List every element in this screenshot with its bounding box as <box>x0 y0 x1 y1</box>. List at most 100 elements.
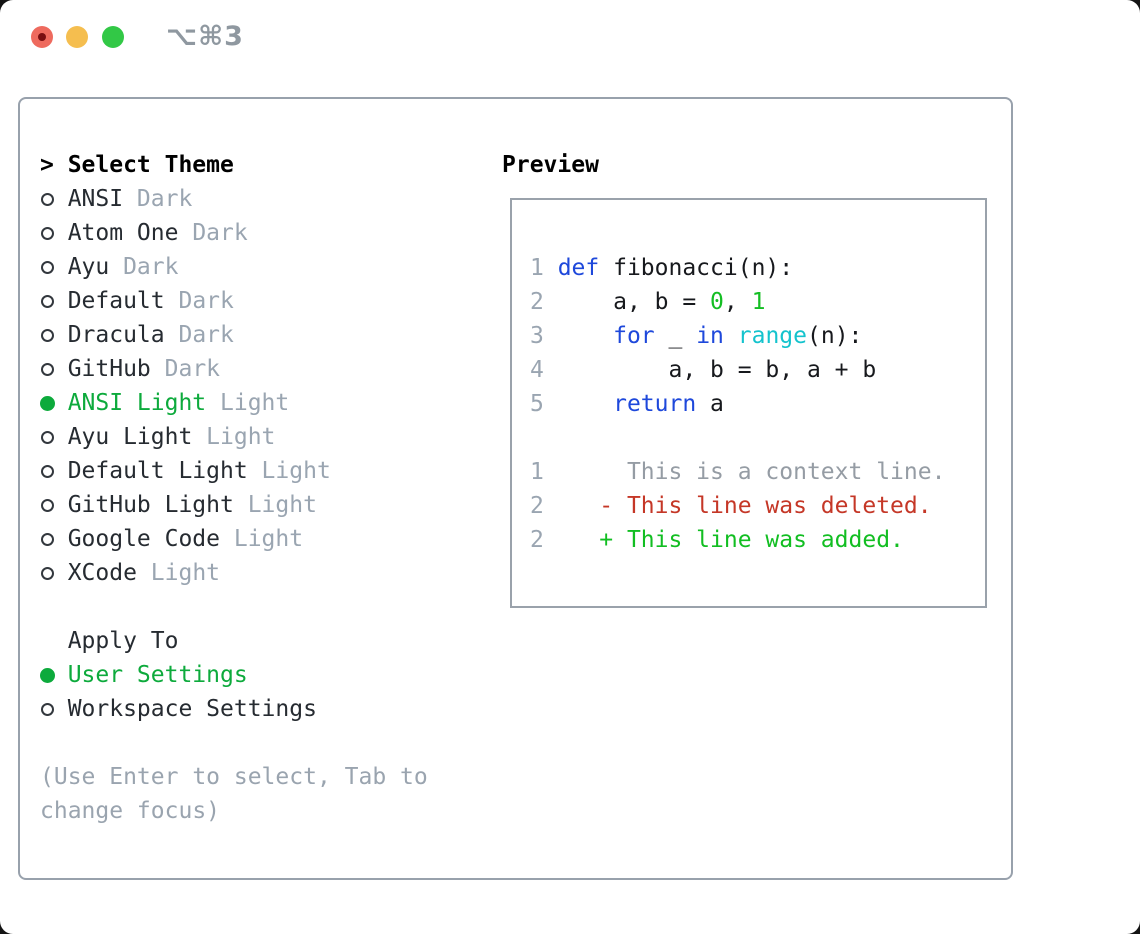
unsaved-indicator-dot <box>38 33 46 41</box>
theme-variant-label: Light <box>247 458 331 484</box>
preview-code-line: 3 for _ in range(n): <box>530 319 985 353</box>
code-segment-add: + This line was added. <box>557 527 904 553</box>
theme-variant-label: Light <box>192 424 276 450</box>
radio-unselected-icon <box>41 702 54 716</box>
radio-unselected-icon <box>41 226 54 240</box>
theme-option[interactable]: GitHub Dark <box>40 352 490 386</box>
theme-variant-label: Light <box>220 526 304 552</box>
radio-unselected-icon <box>41 328 54 342</box>
radio-unselected-icon <box>41 294 54 308</box>
radio-unselected-icon <box>41 498 54 512</box>
code-segment-kw: for <box>613 323 655 349</box>
theme-option[interactable]: Google Code Light <box>40 522 490 556</box>
code-segment-kw: in <box>696 323 724 349</box>
preview-code-line: 5 return a <box>530 387 985 421</box>
line-number: 2 <box>530 527 558 553</box>
theme-option[interactable]: ANSI Light Light <box>40 386 490 420</box>
code-segment-kw: return <box>613 391 697 417</box>
preview-code-line: 1 This is a context line. <box>530 455 985 489</box>
apply-to-title: Apply To <box>67 628 179 654</box>
option-label: User Settings <box>67 662 248 688</box>
radio-unselected-icon <box>41 566 54 580</box>
theme-variant-label: Dark <box>150 356 221 382</box>
theme-variant-label: Light <box>233 492 317 518</box>
code-segment-kw: def <box>557 255 600 281</box>
theme-variant-label: Dark <box>164 322 234 348</box>
option-label: GitHub <box>67 356 151 382</box>
line-number: 1 <box>530 459 558 485</box>
select-theme-header: > Select Theme <box>40 148 490 182</box>
preview-blank-line <box>530 421 985 455</box>
radio-unselected-icon <box>41 430 54 444</box>
code-segment-fg: a, b = <box>557 289 711 315</box>
option-label: ANSI Light <box>67 390 207 416</box>
cursor-chevron-icon: > <box>40 152 54 178</box>
code-segment-lit: 1 <box>751 289 766 315</box>
minimize-button[interactable] <box>66 26 88 48</box>
theme-variant-label: Dark <box>109 254 179 280</box>
code-segment-del: - This line was deleted. <box>557 493 932 519</box>
theme-option[interactable]: XCode Light <box>40 556 490 590</box>
option-label: Atom One <box>67 220 179 246</box>
code-segment-fg: _ <box>654 323 697 349</box>
theme-option[interactable]: Default Light Light <box>40 454 490 488</box>
line-number: 3 <box>530 323 558 349</box>
preview-code-line: 2 - This line was deleted. <box>530 489 985 523</box>
radio-unselected-icon <box>41 260 54 274</box>
select-theme-title: Select Theme <box>67 152 234 178</box>
line-number: 2 <box>530 289 558 315</box>
theme-option[interactable]: Default Dark <box>40 284 490 318</box>
code-segment-fg <box>558 391 613 417</box>
preview-blank-line <box>530 557 985 591</box>
preview-code-line: 2 a, b = 0, 1 <box>530 285 985 319</box>
apply-to-option[interactable]: Workspace Settings <box>40 692 490 726</box>
preview-code-line: 4 a, b = b, a + b <box>530 353 985 387</box>
radio-unselected-icon <box>41 362 54 376</box>
option-label: Google Code <box>67 526 221 552</box>
theme-variant-label: Light <box>136 560 221 586</box>
theme-option[interactable]: Atom One Dark <box>40 216 490 250</box>
option-label: Default Light <box>67 458 248 484</box>
radio-unselected-icon <box>41 464 54 478</box>
zoom-button[interactable] <box>102 26 124 48</box>
preview-code-line: 2 + This line was added. <box>530 523 985 557</box>
code-segment-fg: a, b = b, a + b <box>557 357 877 383</box>
window-titlebar: ⌥⌘3 <box>0 0 1140 74</box>
apply-to-option[interactable]: User Settings <box>40 658 490 692</box>
theme-option[interactable]: GitHub Light Light <box>40 488 490 522</box>
theme-option[interactable]: Dracula Dark <box>40 318 490 352</box>
theme-variant-label: Dark <box>178 220 248 246</box>
option-label: XCode <box>67 560 137 586</box>
hint-line-1: (Use Enter to select, Tab to <box>40 764 428 790</box>
close-button[interactable] <box>31 26 53 48</box>
code-segment-fn: range <box>737 323 807 349</box>
preview-code-line: 1 def fibonacci(n): <box>530 251 985 285</box>
option-label: GitHub Light <box>67 492 234 518</box>
theme-option[interactable]: Ayu Dark <box>40 250 490 284</box>
radio-unselected-icon <box>41 192 54 206</box>
code-segment-fg: a <box>696 391 724 417</box>
option-label: Workspace Settings <box>67 696 317 722</box>
option-label: Ayu <box>67 254 110 280</box>
spacer <box>40 590 490 624</box>
code-segment-lit: 0 <box>710 289 724 315</box>
line-number: 2 <box>530 493 558 519</box>
theme-option[interactable]: ANSI Dark <box>40 182 490 216</box>
theme-option[interactable]: Ayu Light Light <box>40 420 490 454</box>
code-segment-fg: fibonacci(n): <box>599 255 794 281</box>
radio-unselected-icon <box>41 532 54 546</box>
theme-variant-label: Light <box>206 390 290 416</box>
radio-selected-icon <box>40 667 55 683</box>
option-label: Default <box>67 288 165 314</box>
code-segment-fg: (n): <box>807 323 863 349</box>
apply-to-header: Apply To <box>40 624 490 658</box>
line-number: 1 <box>530 255 558 281</box>
code-segment-fg <box>558 323 613 349</box>
